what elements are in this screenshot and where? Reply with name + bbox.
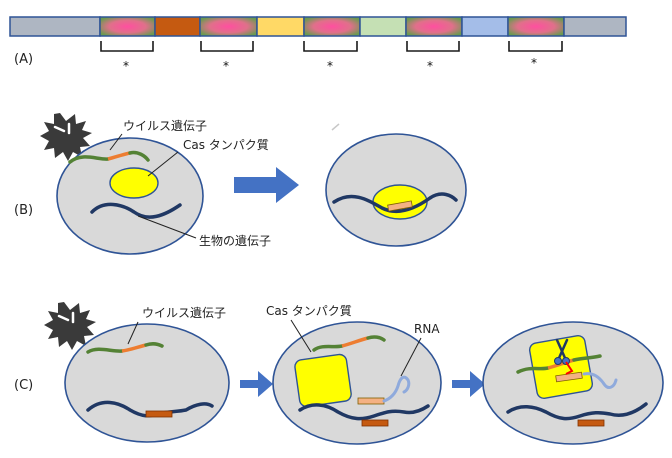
array-segment-repeat [9, 16, 101, 37]
leader-line [127, 321, 139, 345]
organism-dna [90, 202, 182, 219]
organism-dna [298, 403, 430, 421]
bracket [406, 41, 460, 52]
virus-gene-strand [572, 354, 602, 362]
panel-label-a: (A) [14, 52, 33, 67]
label-virus-gene: ウイルス遺伝子 [123, 118, 207, 133]
process-arrow [452, 371, 485, 397]
star-mark: * [427, 59, 433, 73]
label-virus-gene: ウイルス遺伝子 [142, 305, 226, 320]
rna-segment [357, 397, 385, 405]
leader-line [109, 133, 123, 151]
scissors-icon [554, 338, 570, 365]
rna-segment [555, 371, 583, 383]
virus-gene-strand [86, 347, 124, 354]
dna-target-segment [577, 419, 605, 427]
bracket [200, 41, 254, 52]
label-cas-protein: Cas タンパク質 [183, 137, 269, 152]
bracket [100, 41, 154, 52]
virus-gene-insert [547, 358, 575, 370]
rna-strand [382, 375, 411, 403]
star-mark: * [123, 59, 129, 73]
dna-target-segment [361, 419, 389, 427]
label-rna: RNA [414, 322, 440, 336]
virus-icon [44, 302, 96, 350]
rna-strand [582, 372, 618, 389]
spacer-brackets [100, 41, 563, 52]
spacer-stars: * * * * * [123, 56, 537, 73]
virus-gene-strand [366, 335, 386, 342]
star-mark: * [327, 59, 333, 73]
virus-icon [40, 113, 92, 161]
panel-label-b: (B) [14, 203, 33, 218]
leader-line [290, 319, 312, 353]
virus-gene-strand [128, 150, 150, 162]
label-cas-protein: Cas タンパク質 [266, 303, 352, 318]
star-mark: * [531, 56, 537, 70]
leader-line [400, 337, 422, 377]
virus-gene-strand [516, 366, 550, 374]
array-segment-spacer [199, 16, 258, 37]
cas-protein [372, 184, 428, 220]
cas-protein [109, 167, 159, 199]
crispr-array [9, 16, 627, 37]
virus-gene-strand [144, 342, 164, 348]
array-segment-spacer [507, 16, 565, 37]
label-organism-gene: 生物の遺伝子 [199, 233, 271, 248]
cell [272, 321, 442, 445]
array-segment-light-green [359, 16, 407, 37]
array-segment-repeat [563, 16, 627, 37]
array-segment-light-blue [461, 16, 509, 37]
virus-gene-insert [121, 343, 147, 353]
leader-line [137, 215, 197, 239]
array-segment-spacer [303, 16, 361, 37]
process-arrow [240, 371, 273, 397]
bracket [303, 41, 358, 52]
rna-segment [387, 200, 413, 212]
organism-dna [506, 402, 648, 421]
array-segment-spacer [99, 16, 156, 37]
array-segment-brown [154, 16, 201, 37]
virus-gene-strand [312, 344, 344, 352]
bracket [508, 41, 563, 52]
cas-protein [294, 353, 352, 408]
stray-mark [331, 123, 340, 131]
process-arrow [234, 167, 299, 203]
leader-line [147, 151, 179, 177]
organism-dna [332, 192, 458, 213]
virus-gene-insert [341, 336, 369, 348]
array-segment-spacer [405, 16, 463, 37]
virus-gene-strand [68, 155, 110, 164]
star-mark: * [223, 59, 229, 73]
dna-target-segment [145, 410, 173, 418]
panel-label-c: (C) [14, 378, 33, 393]
array-segment-yellow [256, 16, 305, 37]
cut-mark [565, 361, 574, 375]
cell [64, 323, 230, 443]
